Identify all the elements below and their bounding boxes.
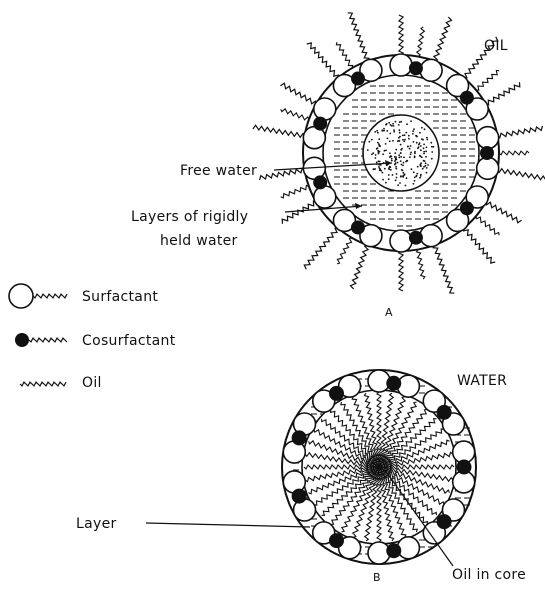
surfactant-head — [420, 225, 442, 247]
oil-tail — [307, 43, 339, 78]
oil-tail — [253, 125, 305, 137]
cosurfactant-tail — [337, 238, 352, 264]
cosurfactant-head — [437, 514, 452, 529]
oil-core-label: Oil in core — [452, 567, 526, 583]
oil-tail — [280, 83, 316, 104]
oil-tail — [399, 15, 403, 55]
layer-pointer — [146, 523, 310, 527]
cosurfactant-tail — [417, 27, 425, 57]
cosurfactant-head — [313, 117, 327, 131]
oil-tail — [498, 126, 543, 138]
surfactant-head — [314, 98, 336, 120]
oil-tail — [304, 228, 338, 269]
cosurfactant-head — [480, 146, 494, 160]
oil-tail — [348, 13, 369, 61]
legend-cosurfactant-symbol — [15, 333, 67, 347]
legend-cosurfactant-label: Cosurfactant — [82, 333, 176, 349]
oil-tail — [464, 228, 496, 263]
oil-tail — [486, 202, 522, 223]
oil-tail — [351, 245, 369, 289]
bound-water-label-line2: held water — [160, 233, 238, 249]
cosurfactant-head — [460, 201, 474, 215]
cosurfactant-head — [386, 376, 401, 391]
oil-phase-label: OIL — [484, 38, 508, 54]
surfactant-head — [390, 54, 412, 76]
caption-b: B — [373, 571, 381, 584]
cosurfactant-head — [460, 91, 474, 105]
free-water-label: Free water — [180, 163, 257, 179]
oil-tail — [498, 169, 545, 181]
cosurfactant-tail — [417, 250, 425, 280]
cosurfactant-head — [329, 386, 344, 401]
cosurfactant-head — [313, 175, 327, 189]
cosurfactant-tail — [476, 216, 499, 235]
cosurfactant-head — [457, 460, 472, 475]
cosurfactant-head — [409, 231, 423, 245]
surfactant-head — [314, 186, 336, 208]
cosurfactant-head — [409, 61, 423, 75]
surfactant-head — [397, 537, 419, 559]
cosurfactant-head — [292, 489, 307, 504]
cosurfactant-tail — [281, 109, 309, 120]
caption-a: A — [385, 306, 393, 319]
cosurfactant-head — [386, 543, 401, 558]
layer-label: Layer — [76, 516, 117, 532]
surfactant-head — [477, 157, 499, 179]
cosurfactant-head — [351, 72, 365, 86]
surfactant-head — [397, 375, 419, 397]
legend-oil-label: Oil — [82, 375, 102, 391]
cosurfactant-tail — [281, 185, 309, 198]
oil-tail — [434, 17, 452, 61]
legend: Surfactant Cosurfactant Oil — [9, 284, 176, 391]
oil-tail — [399, 251, 403, 291]
surfactant-head — [390, 230, 412, 252]
diagram-a: OIL Free water Layers of rigidly held wa… — [131, 13, 545, 319]
cosurfactant-tail — [499, 151, 529, 155]
surfactant-head — [420, 59, 442, 81]
cosurfactant-tail — [336, 42, 352, 68]
oil-tail — [433, 245, 454, 293]
oil-tail — [282, 201, 316, 224]
cosurfactant-head — [351, 220, 365, 234]
legend-surfactant-label: Surfactant — [82, 289, 158, 305]
cosurfactant-head — [437, 405, 452, 420]
oil-tail — [486, 82, 520, 105]
legend-oil-symbol — [20, 382, 66, 386]
diagram-b: WATER Layer Oil in core B — [76, 370, 526, 584]
surfactant-head — [477, 127, 499, 149]
bound-water-label-line1: Layers of rigidly — [131, 209, 248, 225]
water-phase-label: WATER — [457, 373, 507, 389]
legend-surfactant-symbol — [9, 284, 67, 308]
cosurfactant-head — [292, 430, 307, 445]
cosurfactant-tail — [476, 71, 499, 91]
cosurfactant-head — [329, 533, 344, 548]
